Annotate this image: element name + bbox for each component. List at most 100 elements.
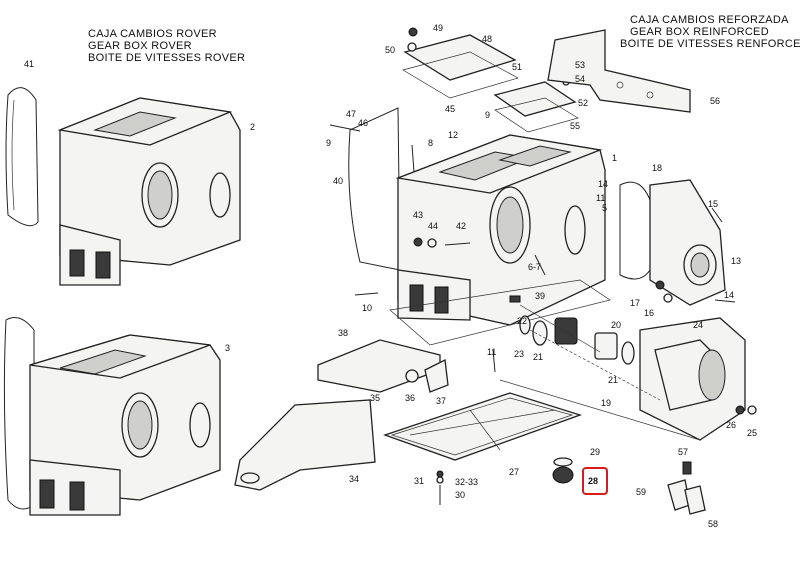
callout-34: 34 xyxy=(349,474,359,484)
callout-11-mid: 11 xyxy=(596,193,605,203)
housing-3-bore-inner xyxy=(127,400,153,450)
housing-3-flange xyxy=(3,317,35,510)
callout-36: 36 xyxy=(405,393,415,403)
callout-48: 48 xyxy=(482,34,492,44)
ring-22 xyxy=(519,315,531,335)
clip-assembly xyxy=(667,461,706,515)
washer-25 xyxy=(747,405,757,415)
callout-30: 30 xyxy=(455,490,465,500)
callout-11-left: 11 xyxy=(487,347,496,357)
ring-23 xyxy=(532,320,548,346)
callout-50: 50 xyxy=(385,45,395,55)
drain-plug-28 xyxy=(552,466,574,484)
gasket-40 xyxy=(348,107,401,271)
bell-housing-24-bore xyxy=(698,349,726,401)
callout-labels: 49 48 50 51 53 54 52 55 56 47 46 45 12 9… xyxy=(24,23,757,529)
callout-29: 29 xyxy=(590,447,600,457)
bolt-14 xyxy=(714,299,736,303)
callout-56: 56 xyxy=(710,96,720,106)
callout-32-33: 32-33 xyxy=(455,477,478,487)
callout-17: 17 xyxy=(630,298,640,308)
housing-1-bore-side xyxy=(564,205,586,255)
callout-19: 19 xyxy=(601,398,611,408)
callout-54: 54 xyxy=(575,74,585,84)
nut-17 xyxy=(655,280,665,290)
callout-5: 5 xyxy=(602,203,607,213)
cover-plate-52 xyxy=(493,81,577,117)
bracket-35 xyxy=(317,339,441,393)
bracket-37 xyxy=(424,359,449,393)
title-reinforced-en: GEAR BOX REINFORCED xyxy=(630,26,769,38)
title-reinforced: CAJA CAMBIOS REFORZADA GEAR BOX REINFORC… xyxy=(620,14,800,50)
title-rover-en: GEAR BOX ROVER xyxy=(88,40,192,52)
washer-29 xyxy=(553,457,573,467)
nut-26 xyxy=(735,405,745,415)
bracket-34-hole xyxy=(240,472,260,484)
callout-49: 49 xyxy=(433,23,443,33)
callout-55: 55 xyxy=(570,121,580,131)
title-reinforced-es: CAJA CAMBIOS REFORZADA xyxy=(630,14,789,26)
callout-21-left: 21 xyxy=(533,352,543,362)
callout-45: 45 xyxy=(445,104,455,114)
stud-9 xyxy=(329,124,361,132)
leader-center xyxy=(499,379,701,441)
callout-20: 20 xyxy=(611,320,621,330)
top-cover-assembly xyxy=(402,27,579,133)
washer-44 xyxy=(427,238,437,248)
nut-43 xyxy=(413,237,423,247)
housing-1-top-opening-b xyxy=(498,145,572,167)
bracket-56-hole-b xyxy=(646,91,654,99)
gearbox-housing-rover-upper xyxy=(5,87,241,286)
callout-25: 25 xyxy=(747,428,757,438)
plug-39 xyxy=(509,295,521,303)
mounting-brackets xyxy=(234,339,449,491)
rear-assembly xyxy=(619,179,736,306)
gasket-41-outline xyxy=(5,87,39,227)
title-reinforced-fr: BOITE DE VITESSES RENFORCE xyxy=(620,38,800,50)
oil-pan-27-rib-b xyxy=(469,409,501,451)
callout-8: 8 xyxy=(428,138,433,148)
callout-58: 58 xyxy=(708,519,718,529)
washer-32-33 xyxy=(436,476,444,484)
nut-49 xyxy=(408,27,418,37)
bushing-36 xyxy=(405,369,419,383)
bearing-20 xyxy=(594,332,618,360)
housing-1-mount-right xyxy=(434,286,449,314)
callout-22: 22 xyxy=(517,316,527,326)
bottom-gasket-38 xyxy=(389,279,611,346)
callout-59: 59 xyxy=(636,487,646,497)
housing-3-mount-right xyxy=(69,481,85,511)
clip-58 xyxy=(684,485,706,515)
callout-13: 13 xyxy=(731,256,741,266)
callout-16: 16 xyxy=(644,308,654,318)
bell-housing-24 xyxy=(639,317,757,441)
highlight-frame xyxy=(582,467,608,495)
pin-6-7 xyxy=(534,254,546,276)
bearing-set xyxy=(492,315,635,373)
gasket-18 xyxy=(619,181,651,280)
stud-10 xyxy=(354,292,379,296)
highlighted-part-28[interactable]: 28 xyxy=(582,467,608,495)
callout-31: 31 xyxy=(414,476,424,486)
callout-51: 51 xyxy=(512,62,522,72)
nut-31 xyxy=(436,470,444,478)
callout-53: 53 xyxy=(575,60,585,70)
callout-10: 10 xyxy=(362,303,372,313)
pin-15 xyxy=(711,207,723,223)
clip-57 xyxy=(682,461,692,475)
callout-37: 37 xyxy=(436,396,446,406)
housing-2-bore-inner xyxy=(147,170,173,220)
housing-1-bore-inner xyxy=(496,196,524,254)
gasket-55 xyxy=(494,97,579,133)
callout-35: 35 xyxy=(370,393,380,403)
bolt-42 xyxy=(444,242,471,246)
housing-2-mount-right xyxy=(95,251,111,279)
extension-housing-13-bore-inner xyxy=(690,252,710,278)
housing-3-top-opening xyxy=(59,349,147,375)
housing-3-bore-side xyxy=(189,402,211,448)
callout-52: 52 xyxy=(578,98,588,108)
callout-42: 42 xyxy=(456,221,466,231)
callout-15: 15 xyxy=(708,199,718,209)
callout-18: 18 xyxy=(652,163,662,173)
